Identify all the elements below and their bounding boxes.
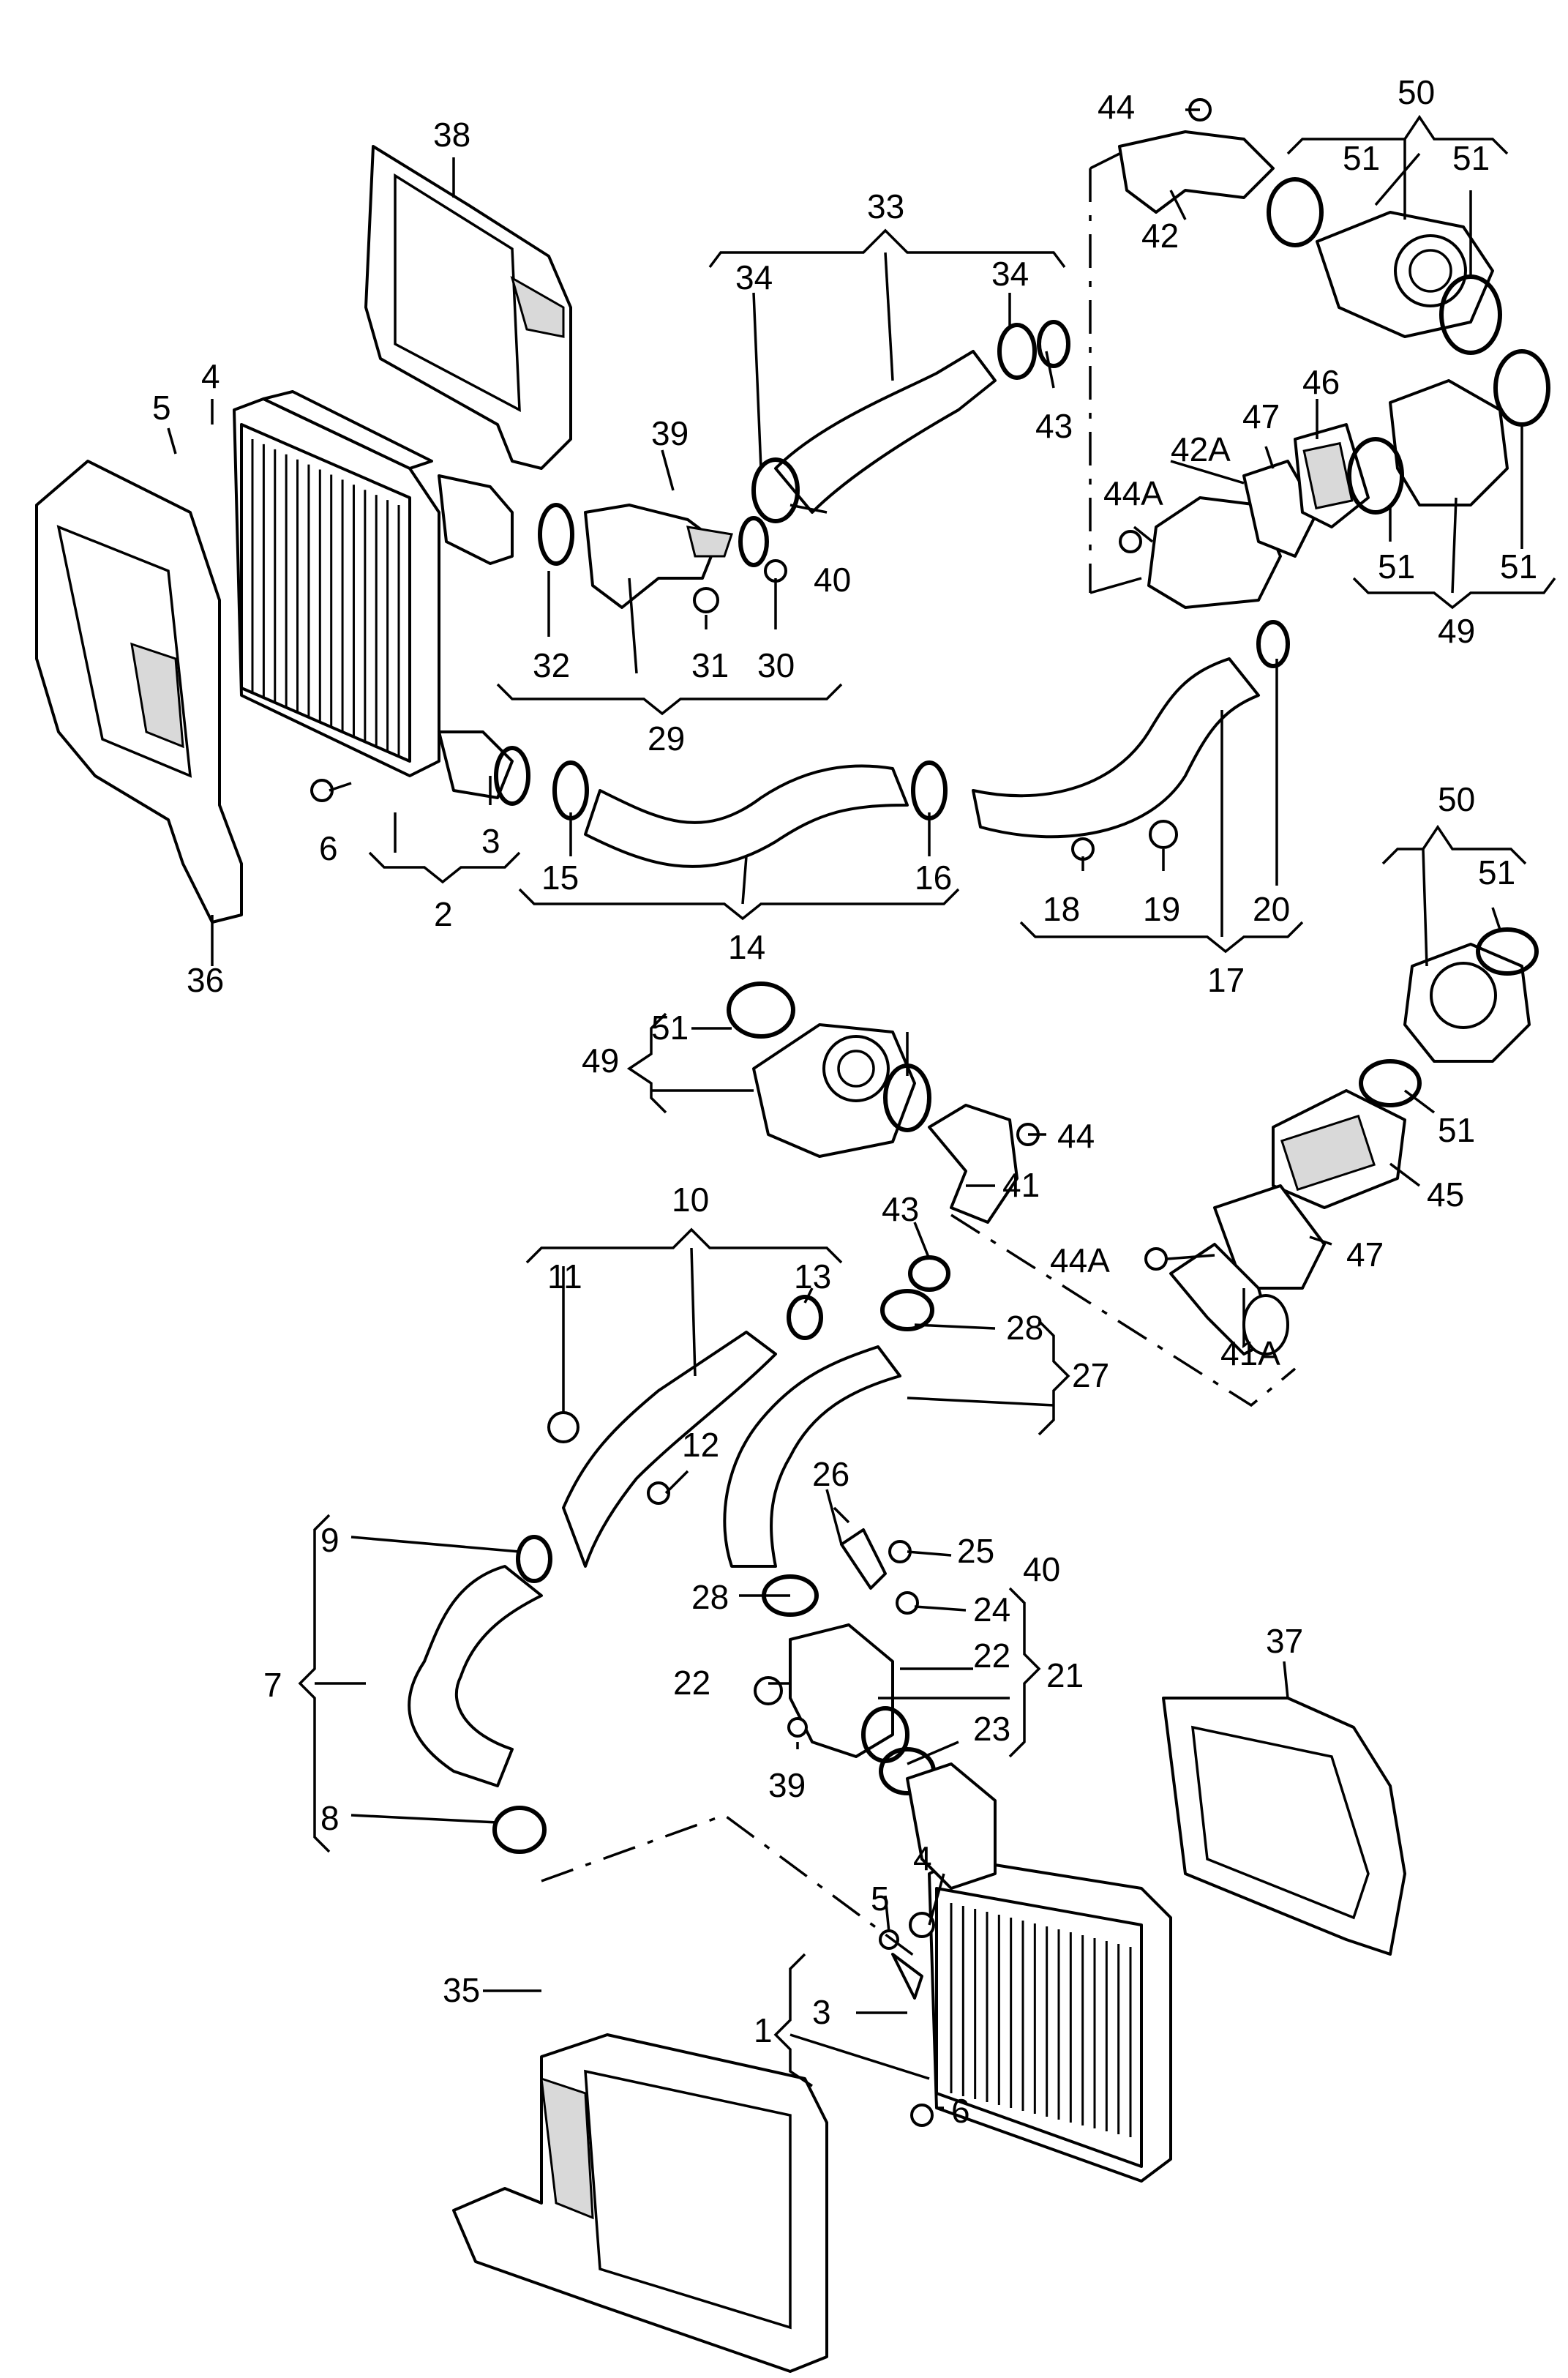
callout-26: 26 [812, 1455, 849, 1493]
callout-5: 5 [152, 389, 171, 427]
callout-6: 6 [319, 829, 338, 867]
callout-10: 10 [672, 1181, 709, 1219]
callout-17: 17 [1207, 961, 1245, 999]
air-guide-36 [35, 460, 243, 924]
intercooler-upper [233, 390, 440, 777]
callout-22: 22 [973, 1637, 1010, 1675]
callout-51: 51 [1438, 1111, 1475, 1149]
callout-42A: 42A [1171, 430, 1231, 468]
leader-lines [167, 108, 1556, 2109]
callout-49: 49 [582, 1042, 619, 1080]
air-guide-35 [452, 2033, 828, 2373]
callout-2: 2 [434, 895, 453, 933]
callout-40: 40 [1023, 1550, 1060, 1588]
callout-44: 44 [1098, 88, 1135, 126]
throttle-49-lower [727, 982, 931, 1158]
callout-7: 7 [263, 1666, 282, 1704]
callout-6: 6 [951, 2092, 970, 2130]
callout-46: 46 [1302, 363, 1340, 401]
callout-39: 39 [651, 414, 689, 452]
callout-34: 34 [735, 258, 773, 296]
callout-8: 8 [320, 1799, 340, 1837]
callout-29: 29 [648, 719, 685, 758]
callout-49: 49 [1438, 612, 1475, 650]
callout-24: 24 [973, 1590, 1010, 1629]
callout-3: 3 [481, 822, 500, 860]
callout-40: 40 [814, 561, 851, 599]
callout-25: 25 [957, 1532, 994, 1570]
hose-14-17 [310, 620, 1290, 868]
callout-28: 28 [1006, 1309, 1043, 1347]
callout-1: 1 [754, 2011, 773, 2049]
callout-44A: 44A [1050, 1241, 1110, 1279]
callout-28: 28 [691, 1578, 729, 1616]
throttle-49-group [1119, 349, 1550, 609]
callout-3: 3 [812, 1993, 831, 2031]
callout-50: 50 [1438, 780, 1475, 818]
callout-37: 37 [1266, 1622, 1303, 1660]
hose-33 [751, 320, 1070, 523]
air-shroud-37 [1162, 1697, 1406, 1956]
callout-51: 51 [1478, 853, 1515, 891]
callout-21: 21 [1046, 1656, 1084, 1694]
callout-4: 4 [913, 1839, 932, 1877]
callout-31: 31 [691, 646, 729, 684]
callout-35: 35 [443, 1971, 480, 2009]
air-shroud-38 [364, 145, 572, 470]
callout-14: 14 [728, 928, 765, 966]
callout-labels: 1 2 3 3 4 4 5 5 6 6 7 8 9 10 11 12 13 14… [152, 73, 1537, 2130]
callout-39: 39 [768, 1766, 806, 1804]
callout-41A: 41A [1220, 1334, 1280, 1372]
callout-4: 4 [201, 357, 220, 395]
callout-47: 47 [1242, 397, 1280, 435]
callout-11: 11 [547, 1257, 582, 1295]
callout-33: 33 [867, 187, 904, 225]
callout-9: 9 [320, 1521, 340, 1559]
callout-18: 18 [1043, 890, 1080, 928]
callout-45: 45 [1427, 1175, 1464, 1214]
throttle-50-lower [1359, 927, 1539, 1107]
callout-27: 27 [1072, 1356, 1109, 1394]
charge-pipe-29 [438, 474, 787, 613]
callout-16: 16 [915, 859, 952, 897]
callout-23: 23 [973, 1710, 1010, 1748]
hose-10 [547, 1295, 823, 1568]
callout-5: 5 [871, 1880, 890, 1918]
hose-7 [408, 1535, 552, 1854]
callout-12: 12 [682, 1426, 719, 1464]
callout-38: 38 [433, 116, 470, 154]
connector-21 [754, 1528, 936, 1795]
callout-44: 44 [1057, 1117, 1095, 1155]
callout-13: 13 [794, 1257, 831, 1295]
callout-32: 32 [533, 646, 570, 684]
callout-43: 43 [882, 1190, 919, 1228]
callout-44A: 44A [1103, 474, 1163, 512]
callout-47: 47 [1346, 1235, 1384, 1274]
callout-19: 19 [1143, 890, 1180, 928]
callout-51: 51 [1343, 139, 1380, 177]
callout-51: 51 [1378, 547, 1415, 586]
callout-22: 22 [673, 1664, 710, 1702]
module-45-group [1144, 1089, 1406, 1356]
callout-42: 42 [1141, 217, 1179, 255]
callout-15: 15 [541, 859, 579, 897]
callout-34: 34 [991, 255, 1029, 293]
intercooler-lower [879, 1762, 1172, 2183]
callout-50: 50 [1398, 73, 1435, 111]
callout-51: 51 [1500, 547, 1537, 586]
callout-36: 36 [187, 961, 224, 999]
callout-20: 20 [1253, 890, 1290, 928]
callout-43: 43 [1035, 407, 1073, 445]
callout-51: 51 [1452, 139, 1490, 177]
callout-41: 41 [1002, 1166, 1040, 1204]
throttle-50-top [1316, 211, 1502, 355]
callout-30: 30 [757, 646, 795, 684]
callout-51: 51 [651, 1009, 689, 1047]
